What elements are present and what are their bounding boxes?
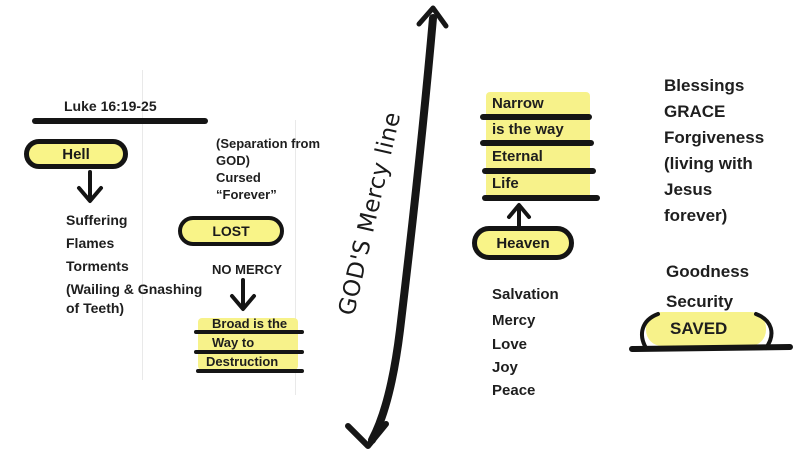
blessings-line: Forgiveness xyxy=(664,128,765,147)
broad-way-highlight xyxy=(198,318,298,370)
suffering-item: Suffering xyxy=(66,212,128,228)
faint-guide-line xyxy=(295,120,296,395)
lost-label: LOST xyxy=(212,223,250,239)
broad-way-line: Destruction xyxy=(206,354,279,369)
narrow-way-underline xyxy=(482,195,600,201)
separation-line: “Forever” xyxy=(216,187,277,202)
heaven-list-item: Mercy xyxy=(492,312,536,329)
security-label: Security xyxy=(666,292,734,311)
separation-line: GOD) xyxy=(216,153,250,168)
broad-way-underline xyxy=(194,330,304,334)
separation-line: (Separation from xyxy=(216,136,321,151)
faint-guide-line xyxy=(142,70,143,380)
scripture-reference: Luke 16:19-25 xyxy=(64,98,157,114)
blessings-line: Blessings xyxy=(664,76,745,95)
no-mercy-label: NO MERCY xyxy=(212,262,283,277)
separation-line: Cursed xyxy=(216,170,261,185)
narrow-way-line: is the way xyxy=(492,121,564,138)
hell-label: Hell xyxy=(62,145,90,163)
goodness-label: Goodness xyxy=(666,262,750,281)
lost-pill: LOST xyxy=(178,216,284,246)
narrow-way-line: Life xyxy=(492,175,519,192)
suffering-item: Torments xyxy=(66,258,129,274)
reference-underline xyxy=(32,118,208,124)
heaven-list-item: Joy xyxy=(492,359,518,376)
heaven-list-item: Love xyxy=(492,336,528,353)
saved-highlight xyxy=(646,312,766,346)
hell-pill: Hell xyxy=(24,139,128,169)
saved-label: SAVED xyxy=(670,319,728,338)
narrow-way-line: Eternal xyxy=(492,148,543,165)
broad-way-line: Broad is the xyxy=(212,316,288,331)
narrow-way-underline xyxy=(480,140,594,146)
heaven-label: Heaven xyxy=(496,234,550,252)
heaven-list-item: Salvation xyxy=(492,286,559,303)
broad-way-underline xyxy=(196,369,304,373)
heaven-pill: Heaven xyxy=(472,226,574,260)
suffering-item: (Wailing & Gnashing xyxy=(66,281,203,297)
suffering-item: Flames xyxy=(66,235,115,251)
suffering-item: of Teeth) xyxy=(66,300,125,316)
broad-way-line: Way to xyxy=(212,335,255,350)
blessings-line: GRACE xyxy=(664,102,726,121)
narrow-way-line: Narrow xyxy=(492,95,544,112)
blessings-line: forever) xyxy=(664,206,728,225)
blessings-line: (living with xyxy=(664,154,753,173)
narrow-way-underline xyxy=(482,168,596,174)
narrow-way-highlight xyxy=(486,92,590,200)
broad-way-underline xyxy=(194,350,304,354)
blessings-line: Jesus xyxy=(664,180,713,199)
heaven-list-item: Peace xyxy=(492,382,536,399)
narrow-way-underline xyxy=(480,114,592,120)
